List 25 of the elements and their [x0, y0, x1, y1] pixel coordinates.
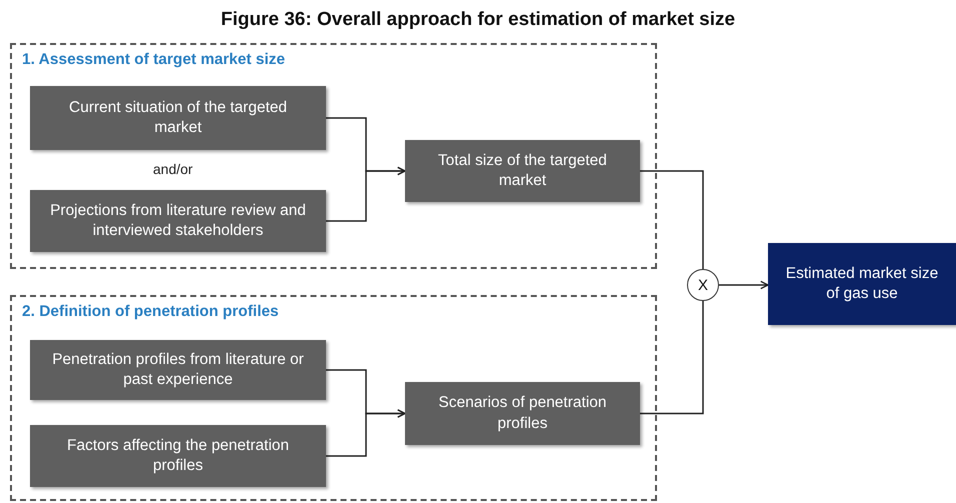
- process-box: [405, 140, 640, 202]
- dashed-group-frame: [10, 43, 657, 269]
- box-text: Factors affecting the penetration profiles: [66, 436, 290, 476]
- process-box: [405, 382, 640, 445]
- figure-title: Figure 36: Overall approach for estimation of market size: [220, 9, 736, 31]
- group-heading: 1. Assessment of target market size: [22, 51, 286, 69]
- process-box: [30, 190, 326, 252]
- box-text: Scenarios of penetration profiles: [437, 393, 608, 434]
- multiply-circle: [687, 269, 719, 301]
- connector-arrow: [719, 280, 769, 290]
- box-text: Penetration profiles from literature or past experience: [51, 350, 305, 390]
- process-box: [30, 86, 326, 150]
- box-text: Total size of the targeted market: [437, 150, 608, 191]
- connector-arrow: [326, 409, 406, 457]
- process-box: [768, 243, 956, 325]
- box-text: Current situation of the targeted market: [68, 98, 288, 138]
- box-text: Estimated market size of gas use: [784, 264, 940, 304]
- connector-arrow: [326, 166, 406, 222]
- connector-note: and/or: [153, 161, 193, 177]
- process-box: [30, 340, 326, 400]
- operator-symbol: X: [698, 276, 708, 294]
- process-box: [30, 425, 326, 487]
- group-heading: 2. Definition of penetration profiles: [22, 303, 279, 321]
- dashed-group-frame: [10, 295, 657, 501]
- box-text: Projections from literature review and interviewed stakeholders: [49, 200, 307, 241]
